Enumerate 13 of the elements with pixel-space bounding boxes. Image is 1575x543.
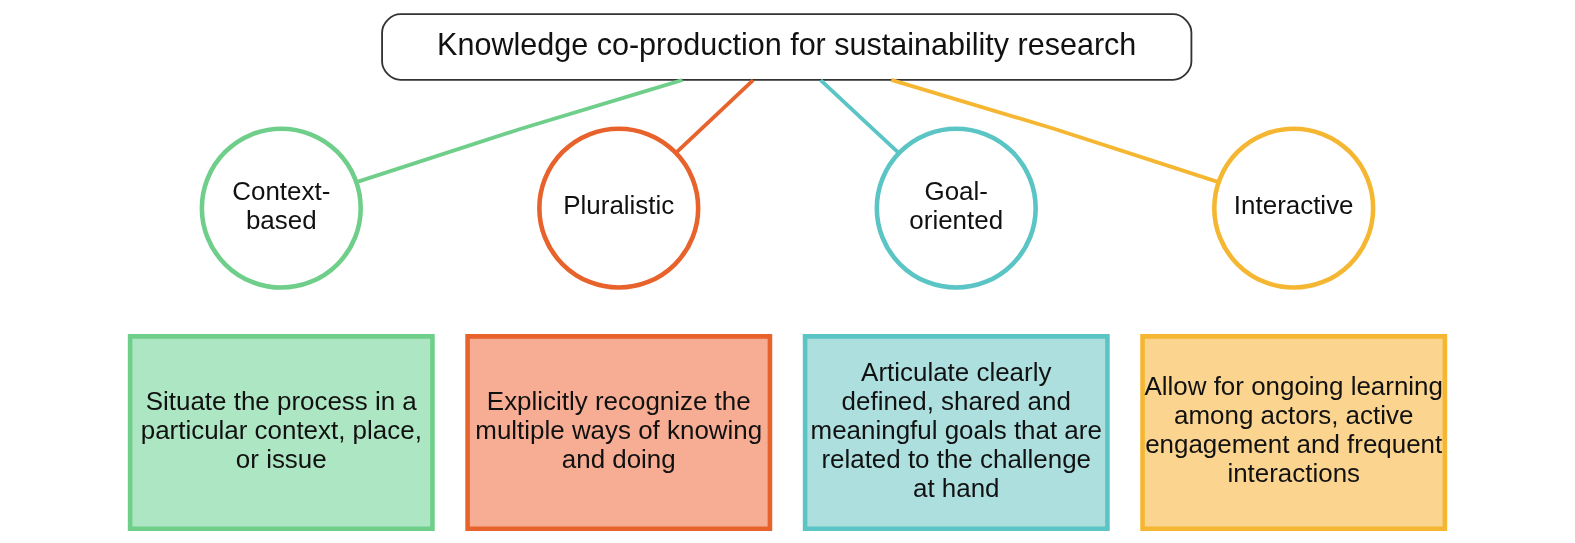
node-box: Situate the process in a particular context, place, or issue (127, 334, 435, 532)
connector (819, 78, 900, 155)
node-box: Explicitly recognize the multiple ways of knowing and doing (465, 334, 773, 532)
node-box: Allow for ongoing learning among actors, active engagement and frequent interactions (1140, 334, 1448, 532)
node-circle: Interactive (1212, 126, 1376, 290)
node-box: Knowledge co-production for sustainability research (381, 13, 1193, 81)
connector (355, 78, 684, 184)
connector (890, 78, 1220, 184)
node-box: Articulate clearly defined, shared and meaningful goals that are related to the challenge at hand (802, 334, 1110, 532)
node-circle: Pluralistic (537, 126, 701, 290)
node-circle: Goal-oriented (874, 126, 1038, 290)
connector (674, 78, 755, 155)
node-circle: Context-based (199, 126, 363, 290)
